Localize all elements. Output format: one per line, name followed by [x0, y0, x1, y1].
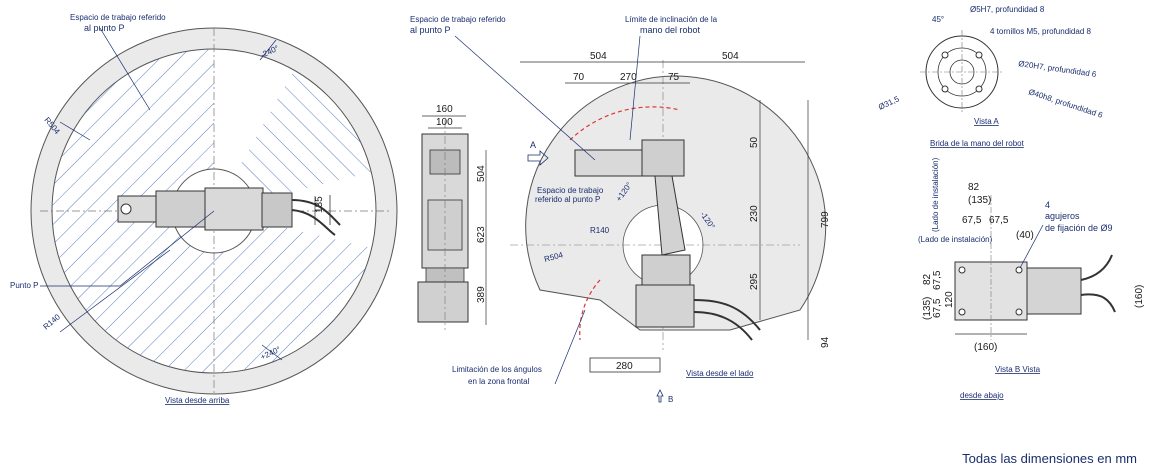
front-view: 160 100 504 623 389 [417, 104, 487, 330]
side-limit-title: Límite de inclinación de la [625, 15, 718, 24]
top-view-title2: al punto P [84, 23, 125, 33]
view-a-note2: 4 tornillos M5, profundidad 8 [990, 27, 1092, 36]
side-dim-799: 799 [820, 211, 831, 228]
view-b-install-vert: (Lado de instalación) [931, 157, 940, 232]
view-b-caption2: desde abajo [960, 391, 1004, 400]
side-label-a: A [530, 140, 536, 150]
view-a-note1: Ø5H7, profundidad 8 [970, 5, 1045, 14]
side-front-limit: Limitación de los ángulos [452, 365, 542, 374]
side-inner-label2: referido al punto P [535, 195, 600, 204]
footer-note: Todas las dimensiones en mm [962, 451, 1137, 466]
view-b-caption: Vista B Vista [995, 365, 1041, 374]
view-a-dia: Ø31,5 [877, 94, 901, 112]
side-dim-504a: 504 [590, 51, 607, 62]
side-dim-280: 280 [616, 361, 633, 372]
view-b-left-67-5b: 67,5 [932, 298, 943, 318]
top-r140: R140 [42, 312, 63, 332]
side-inner-label: Espacio de trabajo [537, 186, 604, 195]
side-dim-75: 75 [668, 72, 680, 83]
side-dim-50: 50 [749, 136, 760, 148]
side-dim-270: 270 [620, 72, 637, 83]
top-dim-135: 135 [314, 196, 325, 213]
view-b-left-135: (135) [922, 297, 933, 320]
view-b-dim-135: (135) [968, 195, 991, 206]
side-limit-title2: mano del robot [640, 25, 701, 35]
front-dim-389: 389 [476, 286, 487, 303]
front-dim-504: 504 [476, 165, 487, 182]
view-b-holes-n: 4 [1045, 200, 1050, 210]
front-dim-100: 100 [436, 117, 453, 128]
view-b-right-160: (160) [1134, 285, 1145, 308]
view-b-dim-67-5b: 67,5 [989, 215, 1009, 226]
view-a-angle: 45° [932, 15, 944, 24]
side-r140: R140 [590, 226, 610, 235]
side-dim-295: 295 [749, 273, 760, 290]
view-b-dim-67-5a: 67,5 [962, 215, 982, 226]
top-view: Espacio de trabajo referido al punto P R… [10, 13, 398, 405]
side-dim-230: 230 [749, 205, 760, 222]
view-b: 82 (135) 67,5 67,5 (40) (Lado de instala… [918, 157, 1145, 400]
view-b-install-side: (Lado de instalación) [918, 235, 993, 244]
side-title: Espacio de trabajo referido [410, 15, 506, 24]
side-dim-504b: 504 [722, 51, 739, 62]
view-b-holes1: agujeros [1045, 211, 1080, 221]
side-view: 504 504 70 270 75 50 230 295 799 94 280 … [410, 15, 831, 404]
view-a-caption2: Brida de la mano del robot [930, 139, 1025, 148]
top-view-title: Espacio de trabajo referido [70, 13, 166, 22]
side-label-b: B [668, 395, 673, 404]
view-b-left-120: 120 [944, 291, 955, 308]
top-view-caption: Vista desde arriba [165, 396, 230, 405]
view-a-note3: Ø20H7, profundidad 6 [1018, 59, 1098, 79]
view-b-left-67-5a: 67,5 [932, 270, 943, 290]
view-a-note4: Ø40h8, profundidad 6 [1027, 87, 1104, 120]
front-dim-623: 623 [476, 226, 487, 243]
side-title2: al punto P [410, 25, 451, 35]
view-b-left-82: 82 [922, 273, 933, 285]
view-b-dim-40: (40) [1016, 230, 1034, 241]
side-dim-94: 94 [820, 336, 831, 348]
view-a: 45° Ø5H7, profundidad 8 4 tornillos M5, … [877, 5, 1104, 148]
view-b-dim-82: 82 [968, 182, 980, 193]
view-b-bottom-160: (160) [974, 342, 997, 353]
punto-p-label: Punto P [10, 281, 38, 290]
view-b-holes2: de fijación de Ø9 [1045, 223, 1113, 233]
side-front-limit2: en la zona frontal [468, 377, 530, 386]
side-dim-70: 70 [573, 72, 585, 83]
view-a-caption: Vista A [974, 117, 999, 126]
side-caption: Vista desde el lado [686, 369, 754, 378]
front-dim-160: 160 [436, 104, 453, 115]
